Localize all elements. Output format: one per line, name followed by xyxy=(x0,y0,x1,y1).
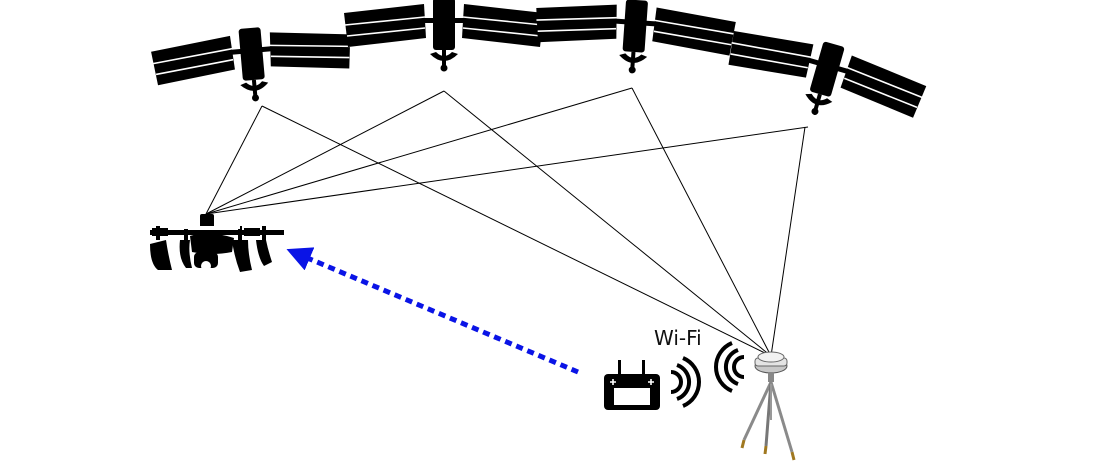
satellite-4 xyxy=(717,15,932,144)
gnss-base-station-icon xyxy=(740,351,796,461)
satellite-icon xyxy=(148,18,357,111)
drone-signal-lines xyxy=(205,87,809,215)
signal-line xyxy=(770,126,806,357)
signal-line xyxy=(631,87,772,357)
wifi-label: Wi-Fi xyxy=(654,326,702,350)
signal-line xyxy=(205,90,445,215)
satellite-icon xyxy=(531,0,738,82)
remote-controller-icon xyxy=(604,360,660,410)
satellite-3 xyxy=(531,0,738,82)
signal-line xyxy=(205,87,633,215)
wifi-signal-icon xyxy=(714,341,745,393)
satellite-icon xyxy=(717,15,932,144)
satellite-1 xyxy=(148,18,357,111)
signal-line xyxy=(261,105,772,357)
signal-line xyxy=(205,105,263,215)
drone-icon xyxy=(150,214,284,272)
signal-line xyxy=(205,126,809,215)
satellite-2 xyxy=(343,0,545,73)
command-link-arrow xyxy=(286,247,579,375)
base-signal-lines xyxy=(261,87,806,357)
signal-line xyxy=(443,90,772,357)
satellite-icon xyxy=(343,0,545,73)
wifi-signal-icon xyxy=(670,356,701,408)
